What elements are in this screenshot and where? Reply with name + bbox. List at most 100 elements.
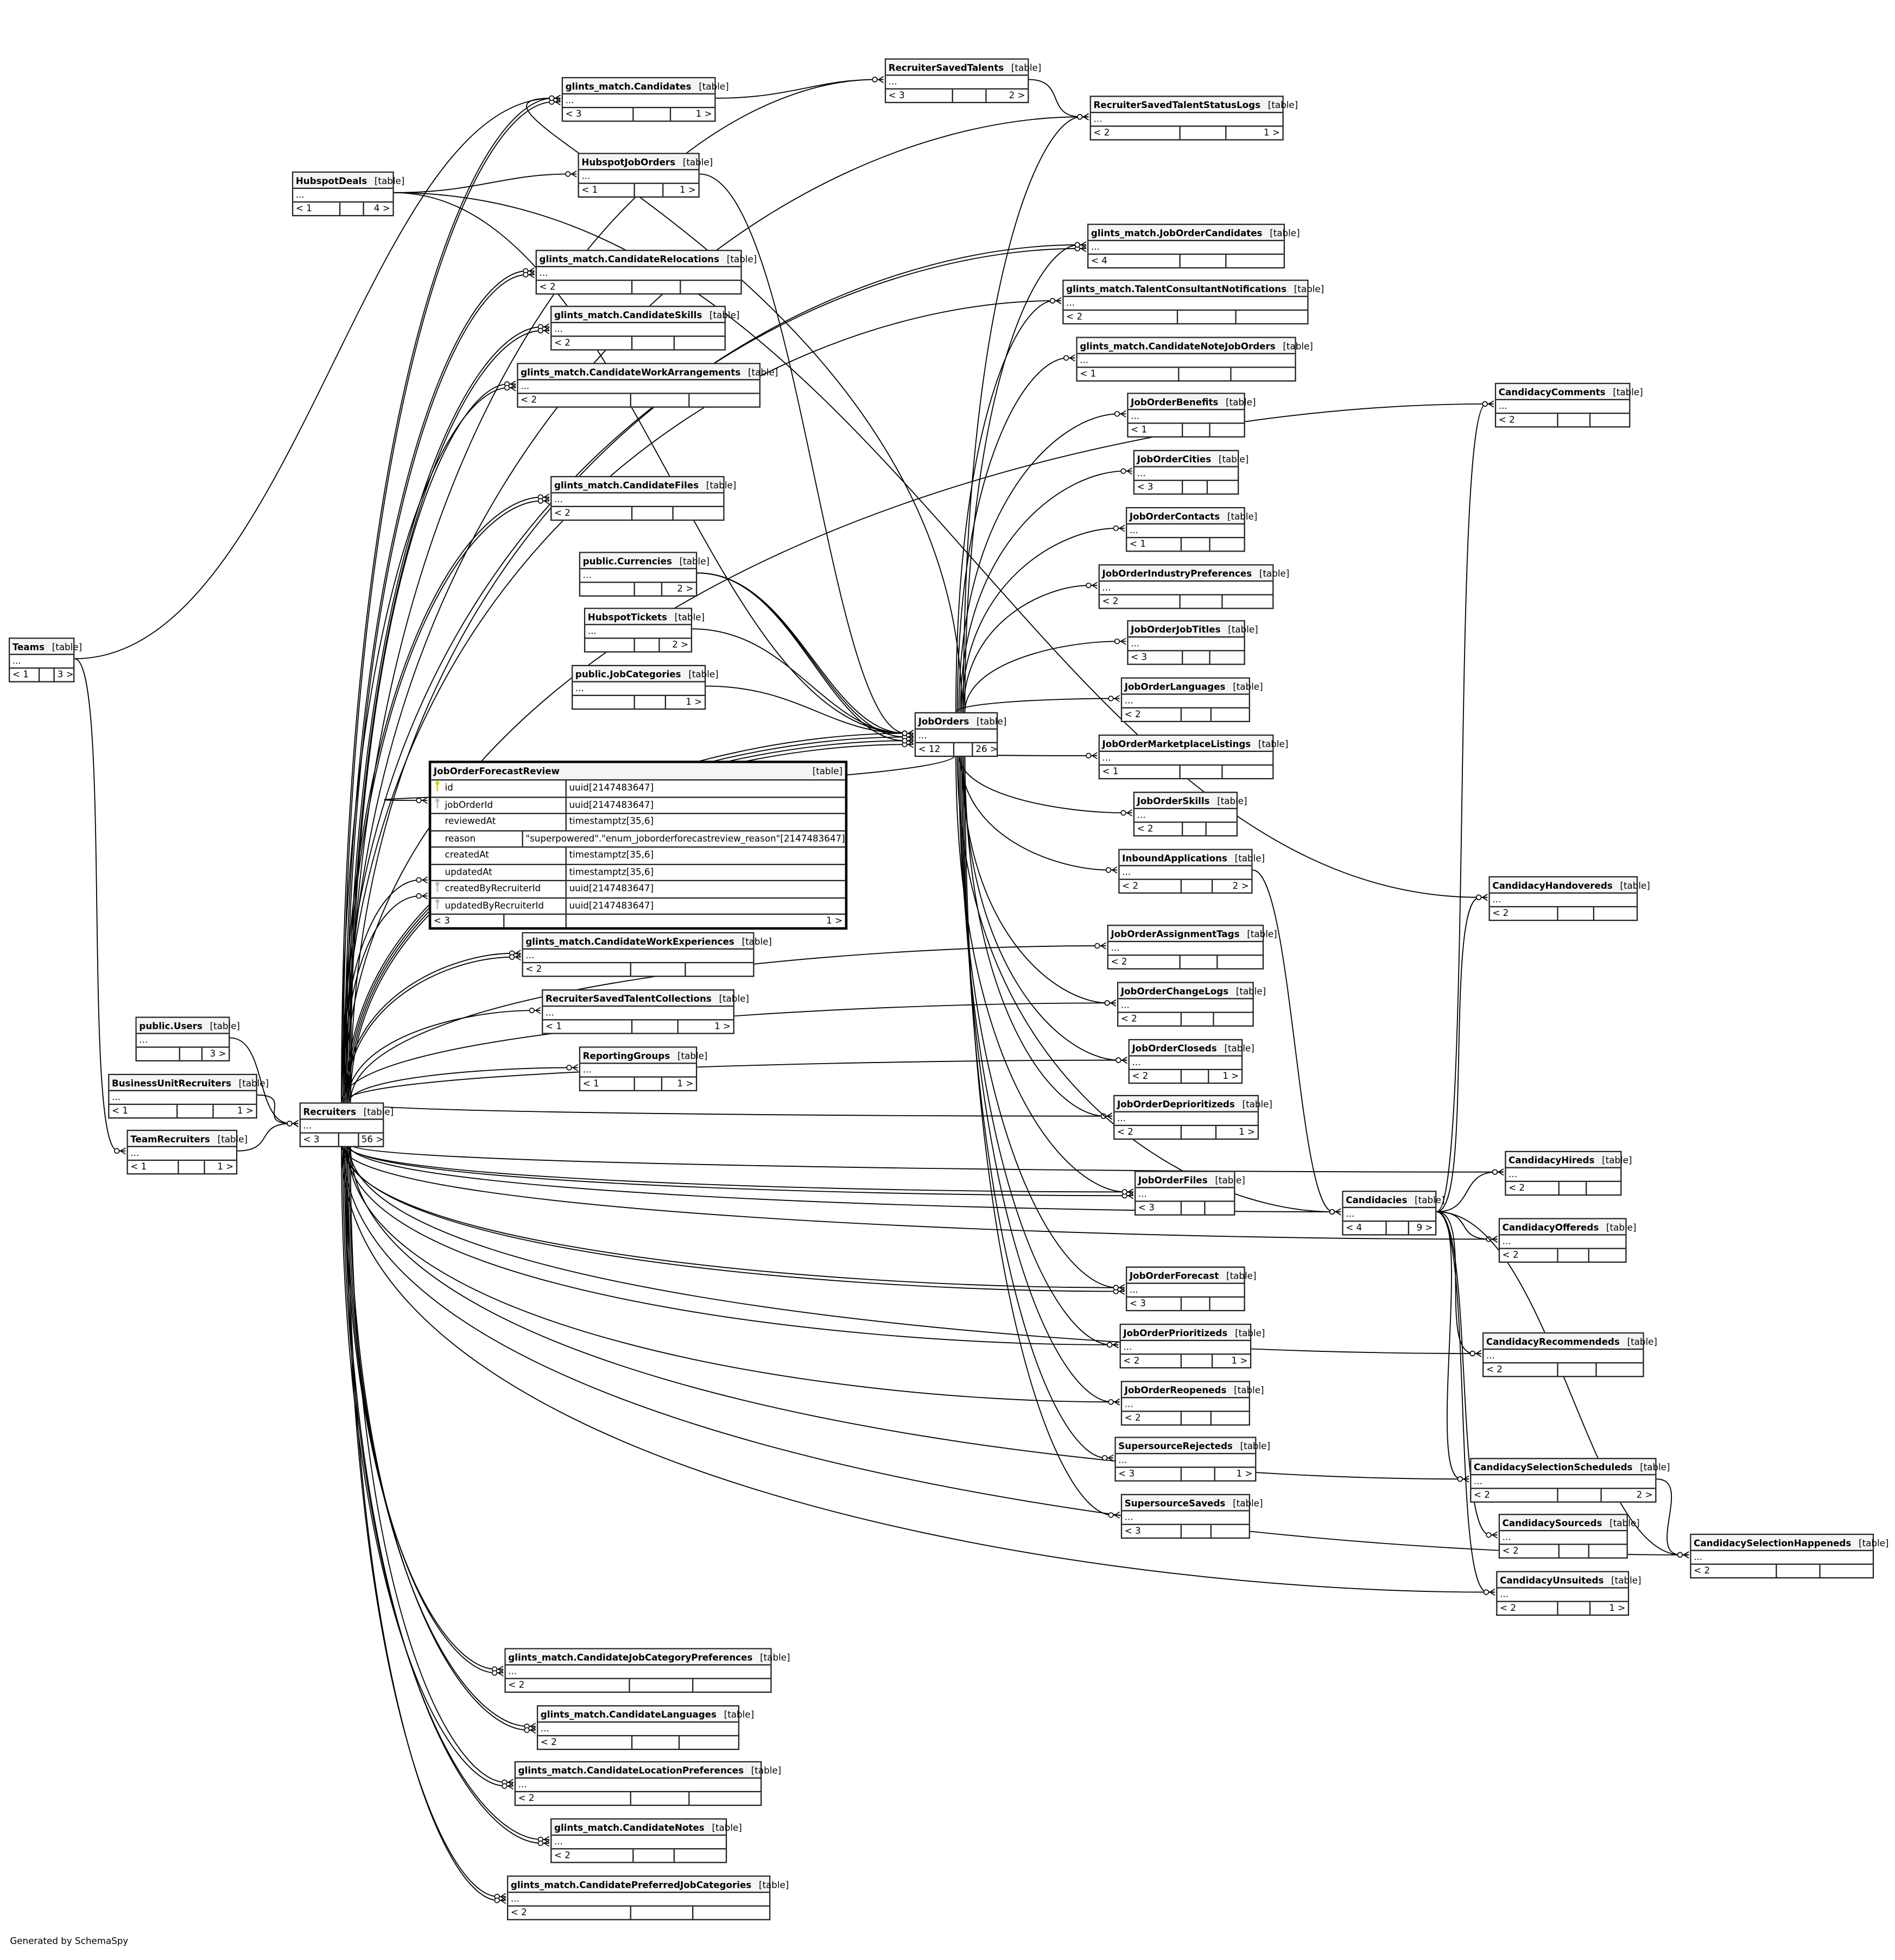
parent-count[interactable]: < 2 bbox=[1108, 956, 1181, 969]
table-name[interactable]: CandidacySelectionHappeneds bbox=[1694, 1537, 1852, 1548]
columns-collapsed[interactable]: ... bbox=[1484, 1350, 1643, 1364]
child-count[interactable]: 1 > bbox=[695, 108, 712, 119]
parent-count[interactable]: < 2 bbox=[1691, 1565, 1777, 1577]
parent-count[interactable]: < 3 bbox=[1136, 1202, 1182, 1215]
child-count[interactable] bbox=[1596, 1363, 1643, 1376]
child-count[interactable]: 1 > bbox=[686, 696, 702, 707]
table-joborderskills[interactable]: JobOrderSkills[table]...< 2 bbox=[1133, 792, 1247, 837]
parent-count[interactable]: < 1 bbox=[293, 203, 340, 216]
parent-count[interactable]: < 2 bbox=[552, 1849, 634, 1862]
parent-count[interactable]: < 2 bbox=[1122, 1412, 1182, 1425]
columns-collapsed[interactable]: ... bbox=[1099, 581, 1273, 596]
child-count[interactable] bbox=[1222, 766, 1272, 778]
table-name[interactable]: RecruiterSavedTalents bbox=[888, 61, 1004, 73]
child-count[interactable] bbox=[1212, 709, 1249, 721]
child-count[interactable]: 2 > bbox=[672, 638, 689, 650]
parent-count[interactable]: < 2 bbox=[1497, 1602, 1559, 1615]
columns-collapsed[interactable]: ... bbox=[1136, 1188, 1234, 1202]
parent-count[interactable]: < 3 bbox=[1129, 651, 1183, 664]
parent-count[interactable]: < 3 bbox=[1116, 1468, 1182, 1481]
table-candidacyhireds[interactable]: CandidacyHireds[table]...< 2 bbox=[1505, 1150, 1632, 1196]
child-count[interactable] bbox=[1210, 424, 1244, 437]
parent-count[interactable] bbox=[137, 1047, 180, 1060]
parent-count[interactable]: < 2 bbox=[508, 1906, 631, 1919]
child-count[interactable] bbox=[674, 507, 724, 520]
parent-count[interactable] bbox=[580, 583, 635, 596]
child-count[interactable] bbox=[1206, 1202, 1234, 1215]
parent-count[interactable]: < 2 bbox=[1496, 414, 1559, 427]
parent-count[interactable]: < 2 bbox=[1091, 127, 1181, 140]
table-name[interactable]: glints_match.TalentConsultantNotificatio… bbox=[1066, 282, 1287, 294]
child-count[interactable] bbox=[1227, 255, 1283, 267]
columns-collapsed[interactable]: ... bbox=[573, 682, 705, 696]
columns-collapsed[interactable]: ... bbox=[293, 189, 393, 203]
table-name[interactable]: CandidacyComments bbox=[1498, 385, 1606, 397]
child-count[interactable] bbox=[1590, 1545, 1627, 1557]
columns-collapsed[interactable]: ... bbox=[1063, 297, 1308, 311]
table-name[interactable]: HubspotTickets bbox=[587, 611, 667, 622]
table-name[interactable]: JobOrderCloseds bbox=[1132, 1042, 1217, 1054]
parent-count[interactable]: < 1 bbox=[579, 184, 636, 197]
columns-collapsed[interactable]: ... bbox=[1099, 752, 1273, 766]
table-name[interactable]: JobOrderChangeLogs bbox=[1120, 985, 1229, 996]
columns-collapsed[interactable]: ... bbox=[1135, 467, 1238, 481]
table-jobordercities[interactable]: JobOrderCities[table]...< 3 bbox=[1133, 450, 1248, 495]
parent-count[interactable]: < 3 bbox=[1122, 1525, 1182, 1538]
table-name[interactable]: HubspotJobOrders bbox=[581, 156, 676, 167]
table-name[interactable]: SupersourceRejecteds bbox=[1118, 1440, 1233, 1451]
table-joborderforecast[interactable]: JobOrderForecast[table]...< 3 bbox=[1126, 1266, 1256, 1312]
table-name[interactable]: glints_match.JobOrderCandidates bbox=[1091, 226, 1263, 238]
columns-collapsed[interactable]: ... bbox=[552, 323, 725, 337]
parent-count[interactable]: < 2 bbox=[1100, 595, 1181, 608]
table-name[interactable]: JobOrderForecastReview bbox=[433, 766, 560, 777]
table-name[interactable]: JobOrderMarketplaceListings bbox=[1102, 737, 1251, 749]
parent-count[interactable]: < 2 bbox=[523, 963, 631, 976]
table-name[interactable]: HubspotDeals bbox=[295, 174, 367, 186]
columns-collapsed[interactable]: ... bbox=[508, 1893, 770, 1907]
table-glints-match-candidatefiles[interactable]: glints_match.CandidateFiles[table]...< 2 bbox=[550, 476, 736, 521]
parent-count[interactable]: < 2 bbox=[1122, 708, 1182, 721]
parent-count[interactable]: < 2 bbox=[1500, 1249, 1559, 1262]
child-count[interactable]: 1 > bbox=[1239, 1126, 1256, 1137]
child-count[interactable] bbox=[1214, 1013, 1253, 1026]
columns-collapsed[interactable]: ... bbox=[1120, 1341, 1250, 1355]
child-count[interactable] bbox=[1207, 823, 1236, 835]
table-name[interactable]: JobOrderBenefits bbox=[1131, 396, 1219, 407]
table-candidacyselectionscheduleds[interactable]: CandidacySelectionScheduleds[table]...< … bbox=[1470, 1458, 1670, 1503]
table-name[interactable]: RecruiterSavedTalentCollections bbox=[545, 992, 712, 1004]
table-name[interactable]: InboundApplications bbox=[1122, 852, 1227, 863]
table-name[interactable]: glints_match.Candidates bbox=[565, 80, 692, 92]
table-name[interactable]: JobOrderIndustryPreferences bbox=[1102, 567, 1252, 579]
table-joborderassignmenttags[interactable]: JobOrderAssignmentTags[table]...< 2 bbox=[1107, 925, 1277, 970]
parent-count[interactable]: < 2 bbox=[1118, 1013, 1182, 1026]
parent-count[interactable]: < 2 bbox=[518, 394, 632, 407]
parent-count[interactable]: < 1 bbox=[1100, 766, 1181, 779]
child-count[interactable] bbox=[686, 963, 753, 976]
table-recruitersavedtalentstatuslogs[interactable]: RecruiterSavedTalentStatusLogs[table]...… bbox=[1089, 96, 1298, 141]
table-name[interactable]: JobOrderPrioritizeds bbox=[1123, 1326, 1228, 1338]
table-glints-match-candidatejobcategorypreferences[interactable]: glints_match.CandidateJobCategoryPrefere… bbox=[504, 1648, 790, 1693]
child-count[interactable] bbox=[1820, 1565, 1873, 1577]
parent-count[interactable]: < 2 bbox=[1484, 1363, 1559, 1376]
table-name[interactable]: JobOrderAssignmentTags bbox=[1111, 927, 1240, 939]
child-count[interactable] bbox=[1212, 1525, 1249, 1538]
columns-collapsed[interactable]: ... bbox=[10, 655, 74, 669]
child-count[interactable] bbox=[1590, 414, 1629, 426]
columns-collapsed[interactable]: ... bbox=[1471, 1475, 1656, 1489]
parent-count[interactable]: < 1 bbox=[580, 1077, 635, 1090]
parent-count[interactable]: < 3 bbox=[1127, 1297, 1182, 1310]
columns-collapsed[interactable]: ... bbox=[1122, 1398, 1249, 1412]
child-count[interactable]: 1 > bbox=[217, 1161, 234, 1172]
child-count[interactable] bbox=[1589, 1249, 1625, 1262]
table-glints-match-candidatepreferredjobcategories[interactable]: glints_match.CandidatePreferredJobCatego… bbox=[506, 1875, 789, 1920]
table-joborderbenefits[interactable]: JobOrderBenefits[table]...< 1 bbox=[1127, 393, 1256, 438]
parent-count[interactable]: < 2 bbox=[1490, 907, 1559, 920]
table-glints-match-candidatelocationpreferences[interactable]: glints_match.CandidateLocationPreference… bbox=[514, 1761, 781, 1806]
child-count[interactable] bbox=[1210, 1298, 1244, 1310]
columns-collapsed[interactable]: ... bbox=[563, 94, 715, 109]
child-count[interactable] bbox=[694, 1679, 770, 1692]
table-name[interactable]: CandidacyHandovereds bbox=[1492, 879, 1613, 891]
child-count[interactable]: 1 > bbox=[826, 914, 843, 926]
parent-count[interactable]: < 3 bbox=[563, 108, 635, 121]
